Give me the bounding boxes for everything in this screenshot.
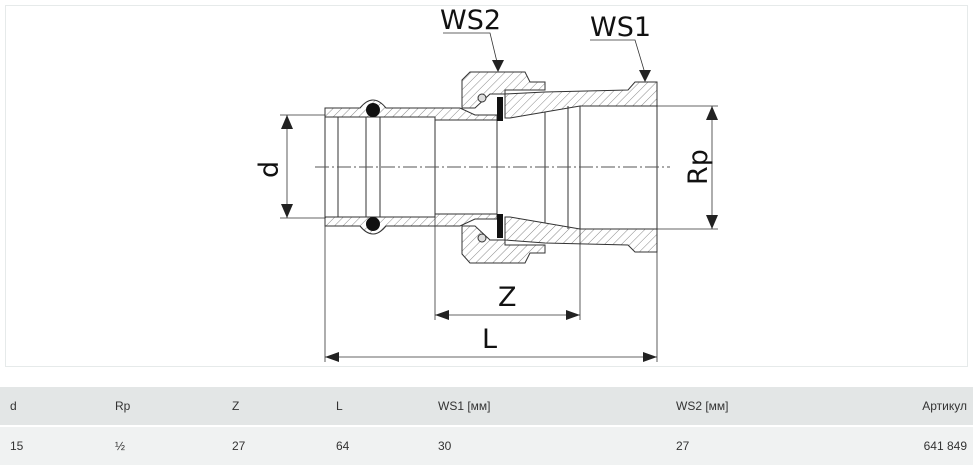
o-ring-top: [366, 103, 380, 117]
label-z: Z: [498, 282, 517, 313]
label-ws2: WS2: [440, 5, 501, 36]
press-sleeve-top: [324, 99, 498, 121]
header-ws1: WS1 [мм]: [428, 387, 666, 425]
header-d: d: [0, 387, 105, 425]
header-ws2: WS2 [мм]: [666, 387, 834, 425]
cell-d: 15: [0, 427, 105, 465]
table-row: 15 ½ 27 64 30 27 641 849: [0, 427, 973, 465]
header-l: L: [326, 387, 428, 425]
header-article: Артикул: [833, 387, 973, 425]
cell-rp: ½: [105, 427, 222, 465]
cell-ws2: 27: [666, 427, 834, 465]
cell-article: 641 849: [833, 427, 973, 465]
cell-ws1: 30: [428, 427, 666, 465]
header-rp: Rp: [105, 387, 222, 425]
drawing-frame: [5, 5, 968, 367]
cell-l: 64: [326, 427, 428, 465]
label-l: L: [482, 324, 497, 355]
label-ws1: WS1: [590, 12, 651, 43]
table-header-row: d Rp Z L WS1 [мм] WS2 [мм] Артикул: [0, 387, 973, 425]
o-ring-bottom: [366, 217, 380, 231]
header-z: Z: [222, 387, 326, 425]
technical-drawing: WS2 WS1 d Rp Z L: [254, 5, 718, 362]
gasket-bottom: [497, 214, 503, 238]
cell-z: 27: [222, 427, 326, 465]
press-sleeve-bottom: [324, 213, 498, 235]
label-d: d: [254, 161, 285, 178]
label-rp: Rp: [683, 149, 714, 185]
gasket-top: [497, 97, 503, 121]
dimensions-table: d Rp Z L WS1 [мм] WS2 [мм] Артикул 15 ½ …: [0, 385, 973, 467]
